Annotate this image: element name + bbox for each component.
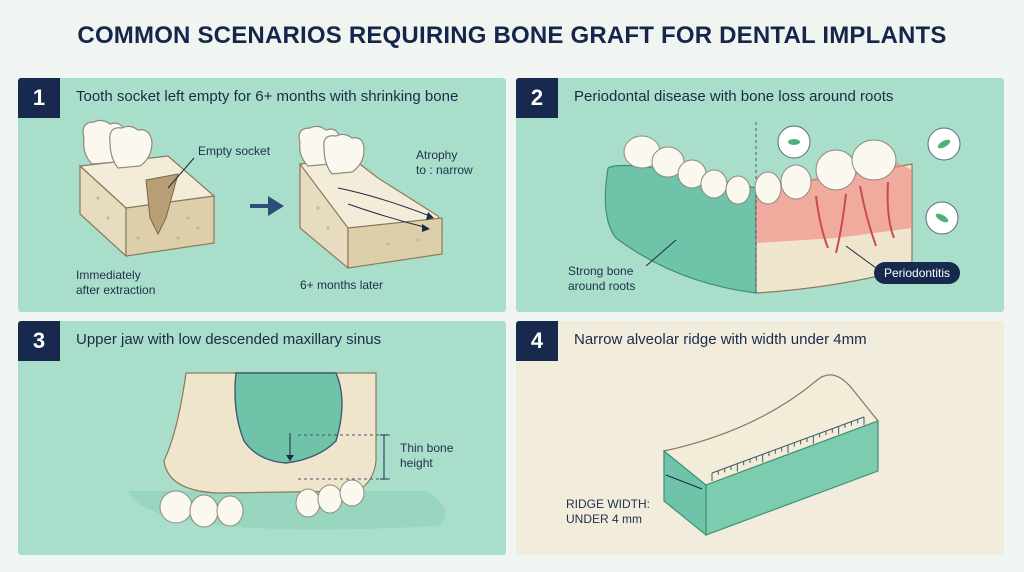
teeth-row-icon: [623, 135, 897, 254]
label-immediately: Immediately after extraction: [76, 268, 156, 297]
label-atrophy: Atrophy to : narrow: [416, 148, 473, 177]
label-later: 6+ months later: [300, 278, 384, 292]
panel-narrow-ridge: 4 Narrow alveolar ridge with width under…: [516, 321, 1004, 555]
panel-heading: Tooth socket left empty for 6+ months wi…: [76, 88, 459, 105]
panel-empty-socket: 1 Tooth socket left empty for 6+ months …: [18, 78, 506, 312]
page-title: COMMON SCENARIOS REQUIRING BONE GRAFT FO…: [77, 22, 947, 49]
panel-heading: Periodontal disease with bone loss aroun…: [574, 88, 894, 105]
sinus-cavity: [234, 372, 343, 464]
label-empty-socket: Empty socket: [198, 144, 271, 158]
ruler-ticks: [711, 417, 865, 481]
tooth-molar-later-icon: [298, 125, 365, 175]
label-ridge-width: RIDGE WIDTH: UNDER 4 mm: [566, 497, 650, 526]
bone-block-immediate: [78, 155, 216, 258]
label-thin-bone: Thin bone height: [400, 441, 454, 470]
badge-periodontitis: Periodontitis: [874, 262, 961, 284]
panel-heading: Narrow alveolar ridge with width under 4…: [574, 331, 867, 348]
panel-number: 1: [18, 78, 60, 118]
bone-block-later: [299, 157, 443, 270]
panel-heading: Upper jaw with low descended maxillary s…: [76, 331, 382, 348]
panel-number: 3: [18, 321, 60, 361]
sinus-illustration: [128, 372, 446, 530]
bacteria-icon: [777, 125, 961, 235]
panel-number: 4: [516, 321, 558, 361]
periodontal-illustration: [604, 122, 961, 294]
socket-illustration: [78, 119, 443, 270]
panel-maxillary-sinus: 3 Upper jaw with low descended maxillary…: [18, 321, 506, 555]
upper-teeth-icon: [159, 479, 365, 528]
tooth-molar-icon: [82, 119, 153, 169]
panel-number: 2: [516, 78, 558, 118]
label-strong-bone: Strong bone around roots: [568, 264, 636, 293]
panel-periodontal: 2 Periodontal disease with bone loss aro…: [516, 78, 1004, 312]
ridge-illustration: [663, 374, 879, 537]
arrow-right-icon: [250, 196, 284, 216]
